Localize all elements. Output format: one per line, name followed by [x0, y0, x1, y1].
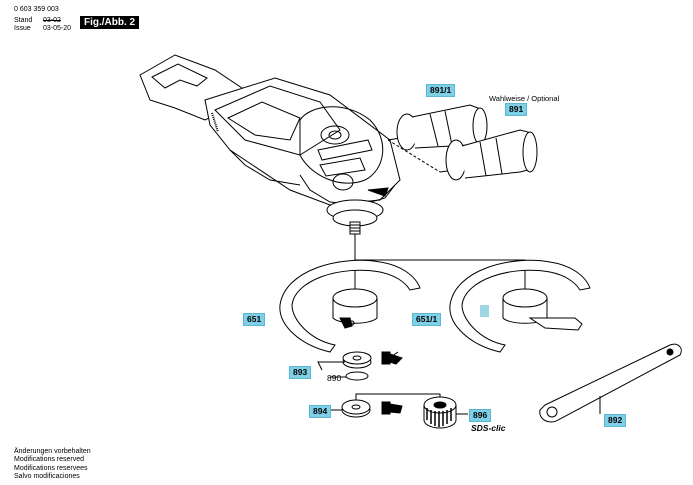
footer-line-fr: Modifications reservees [14, 464, 88, 472]
sds-clic-nut-896 [355, 393, 468, 429]
aux-handle-891 [439, 129, 538, 181]
clamping-nut-894 [330, 399, 403, 418]
part-label-893: 893 [289, 366, 312, 379]
flange-893 [317, 351, 403, 381]
issue-label: Issue [14, 25, 31, 32]
stand-value: 03-02 [43, 17, 61, 24]
figure-title: Fig./Abb. 2 [80, 16, 140, 29]
part-label-891-1: 891/1 [426, 84, 456, 97]
aux-handle-891-1 [387, 104, 488, 151]
issue-value: 03-05-20 [43, 25, 72, 32]
part-label-651: 651 [243, 313, 266, 326]
footer-line-de: Änderungen vorbehalten [14, 448, 91, 455]
stand-label: Stand [14, 17, 33, 24]
part-label-896: 896 [469, 409, 492, 422]
optional-note: Wahlweise / Optional [489, 94, 560, 103]
guard-651 [279, 259, 421, 353]
document-number: 0 603 359 003 [14, 6, 59, 13]
modifications-notice: Änderungen vorbehalten Modifications res… [14, 448, 91, 481]
guard-651-1 [449, 259, 591, 353]
angle-grinder-body [139, 54, 401, 235]
sds-clic-label: SDS-clic [471, 423, 506, 433]
part-label-651-1: 651/1 [412, 313, 442, 326]
part-label-890: 890 [327, 373, 342, 383]
part-label-894: 894 [309, 405, 332, 418]
footer-line-es: Salvo modificaciones [14, 472, 80, 480]
spanner-892 [539, 343, 682, 423]
part-label-891: 891 [505, 103, 528, 116]
footer-line-en: Modifications reserved [14, 456, 85, 464]
part-label-892: 892 [604, 414, 627, 427]
